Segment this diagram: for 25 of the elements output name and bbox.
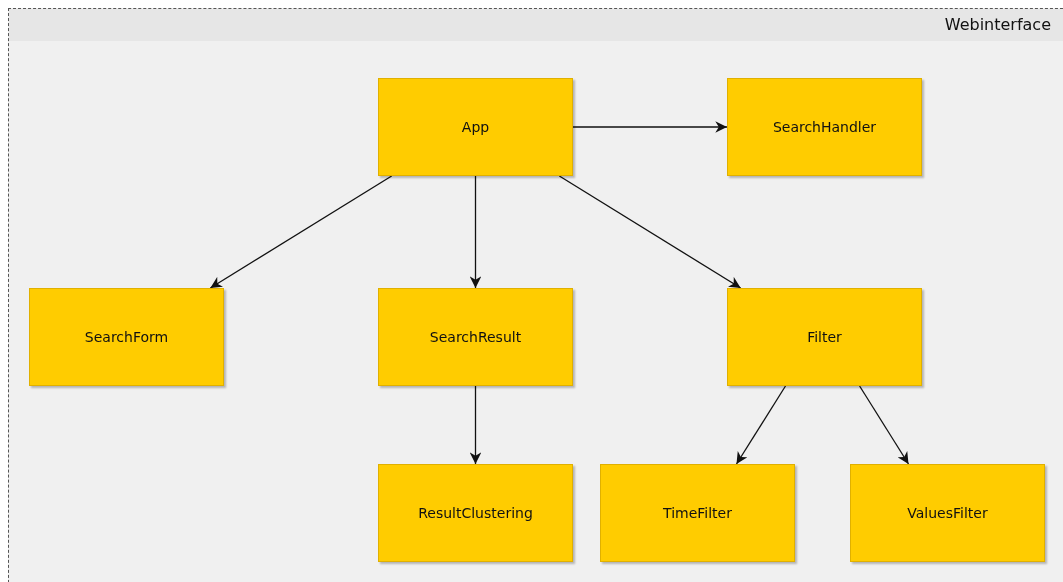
component-box (29, 288, 224, 386)
component-box (850, 464, 1045, 562)
arrow (209, 175, 393, 289)
arrow (858, 385, 910, 465)
component-box (600, 464, 795, 562)
component-label: ValuesFilter (907, 505, 988, 521)
component-label: TimeFilter (663, 505, 732, 521)
component-label: SearchForm (84, 329, 169, 345)
container-frame (8, 8, 1063, 582)
component-box (378, 288, 573, 386)
component-label: Filter (807, 329, 842, 345)
component-box (378, 78, 573, 176)
component-label: App (461, 119, 490, 135)
arrow (469, 385, 482, 465)
arrow (558, 175, 742, 289)
component-box (378, 464, 573, 562)
container-title: Webinterface (944, 15, 1051, 34)
arrow (469, 175, 482, 289)
arrow (735, 385, 787, 465)
component-label: SearchResult (429, 329, 522, 345)
component-box (727, 288, 922, 386)
component-box (727, 78, 922, 176)
arrow (572, 121, 728, 133)
component-label: ResultClustering (418, 505, 533, 521)
component-label: SearchHandler (772, 119, 877, 135)
